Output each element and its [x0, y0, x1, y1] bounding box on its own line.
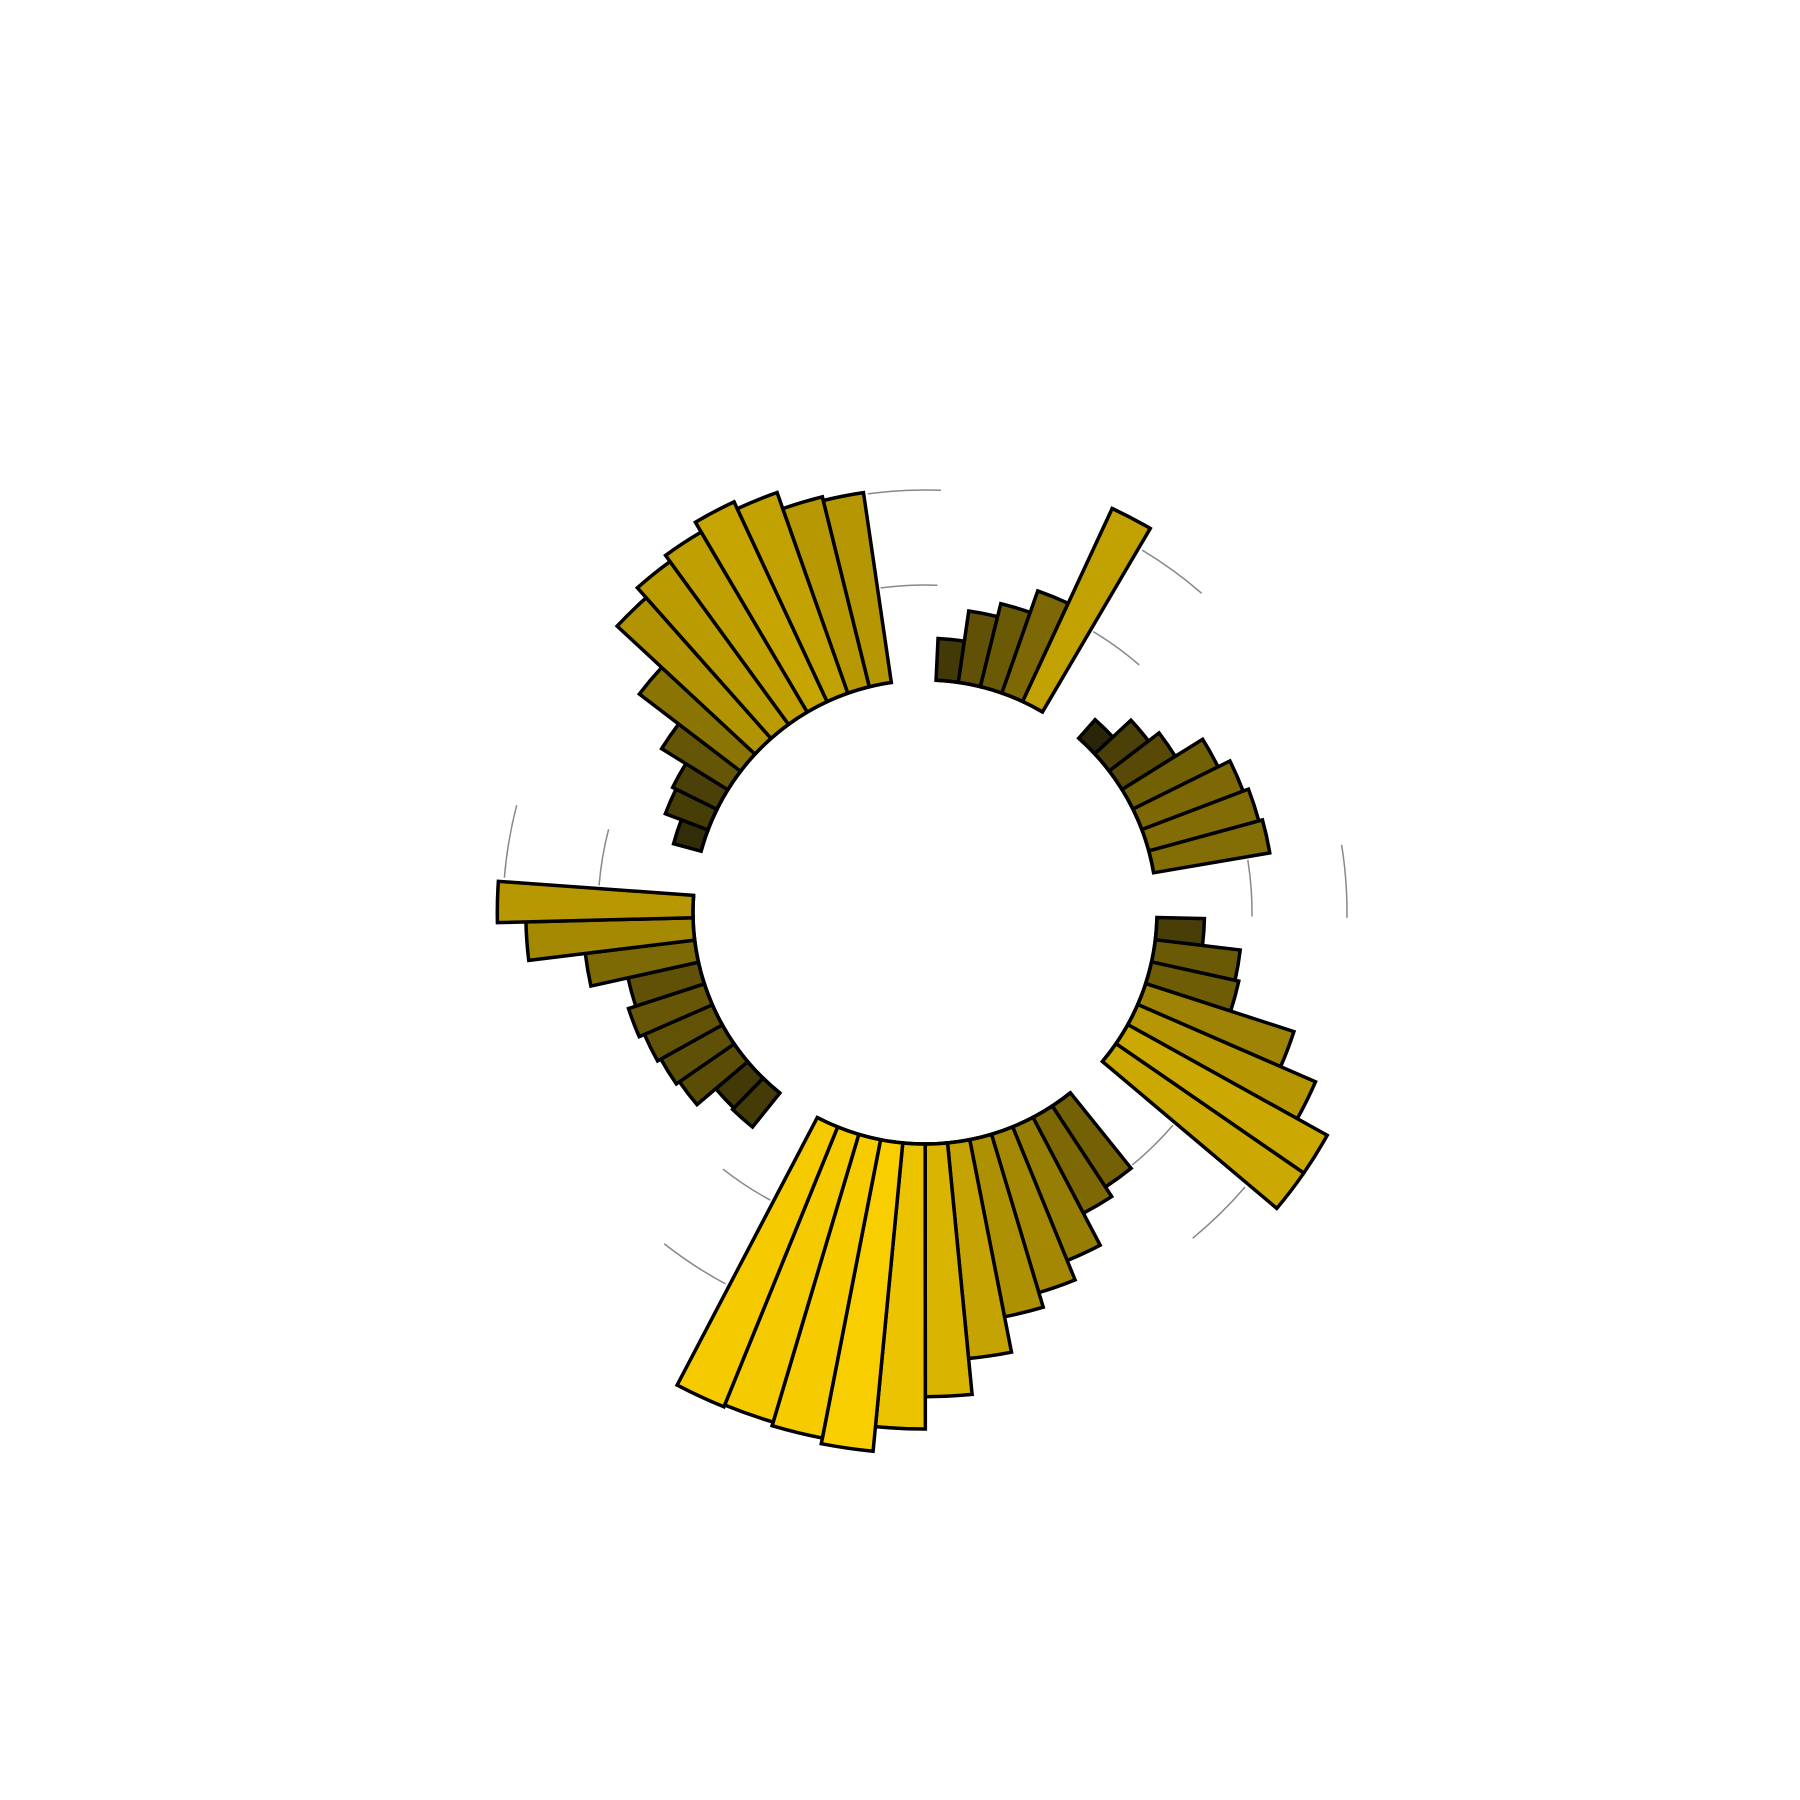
grid-arc — [1131, 1124, 1174, 1166]
grid-arc — [503, 805, 518, 878]
grid-arc — [663, 1243, 726, 1285]
grid-arcs — [503, 489, 1348, 1285]
group-base-arc — [1101, 917, 1159, 1063]
group-base-arc — [699, 680, 892, 852]
grid-arc — [1141, 549, 1203, 594]
grid-arc — [1247, 859, 1253, 917]
group-base-arc — [935, 678, 1044, 714]
group-base-arc — [1077, 736, 1156, 874]
grid-arc — [867, 489, 942, 495]
grid-arc — [598, 829, 610, 886]
grid-arc — [1340, 844, 1348, 918]
grid-arc — [880, 584, 938, 589]
grid-arc — [1192, 1186, 1246, 1239]
bar-group-5-item-10 — [495, 879, 696, 925]
group-base-arc — [816, 1091, 1072, 1146]
group-base-arc — [691, 895, 781, 1095]
grid-arc — [1092, 630, 1140, 666]
bars — [495, 490, 1330, 1454]
grid-arc — [722, 1168, 771, 1201]
